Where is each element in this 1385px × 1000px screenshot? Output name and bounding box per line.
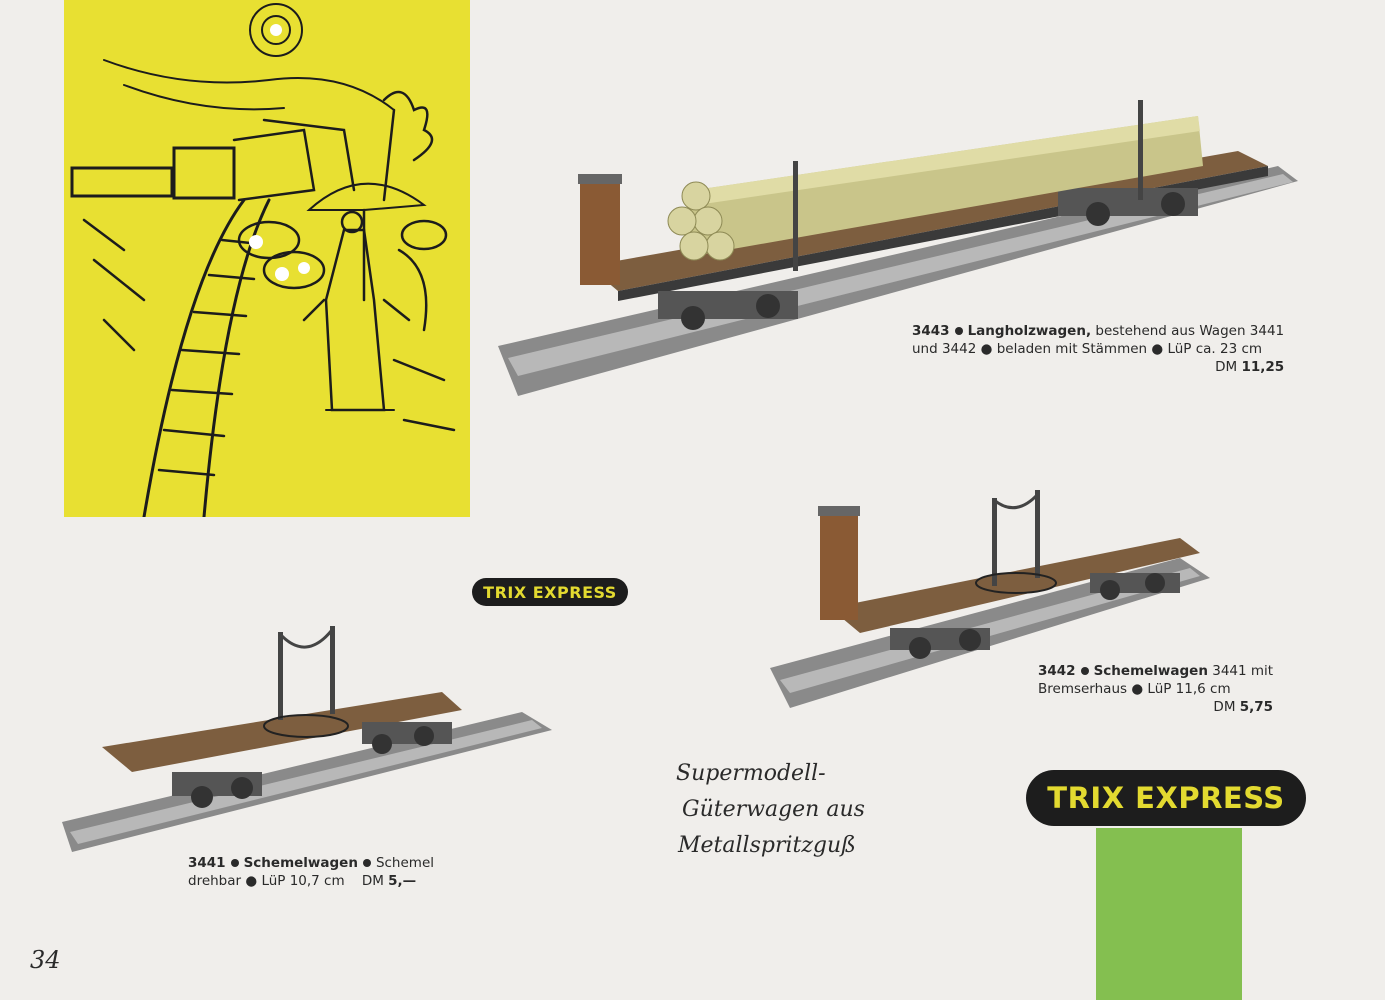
price-value: 11,25 xyxy=(1241,359,1285,375)
caption-3441: 3441 Schemelwagen Schemel drehbar ● LüP 10… xyxy=(188,854,434,890)
railway-sketch xyxy=(70,3,456,517)
product-number: 3441 xyxy=(188,855,226,871)
illustration-panel xyxy=(64,0,470,517)
product-name: Langholzwagen, xyxy=(967,323,1092,339)
product-name: Schemelwagen xyxy=(243,855,358,871)
schemelwagen-bremserhaus-image xyxy=(770,490,1210,708)
product-details: drehbar ● LüP 10,7 cm xyxy=(188,873,345,889)
trix-express-logo-large: TRIX EXPRESS xyxy=(1026,770,1306,826)
product-desc: Schemel xyxy=(375,855,434,871)
schemelwagen-image xyxy=(62,626,552,852)
product-details: Bremserhaus ● LüP 11,6 cm xyxy=(1038,681,1231,697)
price-label: DM xyxy=(361,873,384,889)
trix-express-logo-small: TRIX EXPRESS xyxy=(472,578,628,606)
price-label: DM xyxy=(1213,699,1236,715)
price-value: 5,— xyxy=(388,873,417,889)
caption-3443: 3443 Langholzwagen, bestehend aus Wagen 3… xyxy=(912,322,1284,376)
script-tagline: Supermodell- Güterwagen aus Metallspritz… xyxy=(676,756,906,864)
script-line: Güterwagen aus xyxy=(682,797,865,822)
product-number: 3442 xyxy=(1038,663,1076,679)
product-desc: 3441 mit xyxy=(1212,663,1274,679)
page-number: 34 xyxy=(30,946,61,974)
price-label: DM xyxy=(1215,359,1238,375)
caption-3442: 3442 Schemelwagen 3441 mit Bremserhaus ● … xyxy=(1038,662,1273,716)
script-line: Metallspritzguß xyxy=(678,833,856,858)
product-name: Schemelwagen xyxy=(1093,663,1208,679)
price-value: 5,75 xyxy=(1239,699,1274,715)
product-details: und 3442 ● beladen mit Stämmen ● LüP ca.… xyxy=(912,341,1263,357)
script-line: Supermodell- xyxy=(676,761,826,786)
product-number: 3443 xyxy=(912,323,950,339)
green-color-block xyxy=(1096,828,1242,1000)
langholzwagen-image xyxy=(498,100,1298,396)
product-desc: bestehend aus Wagen 3441 xyxy=(1095,323,1285,339)
